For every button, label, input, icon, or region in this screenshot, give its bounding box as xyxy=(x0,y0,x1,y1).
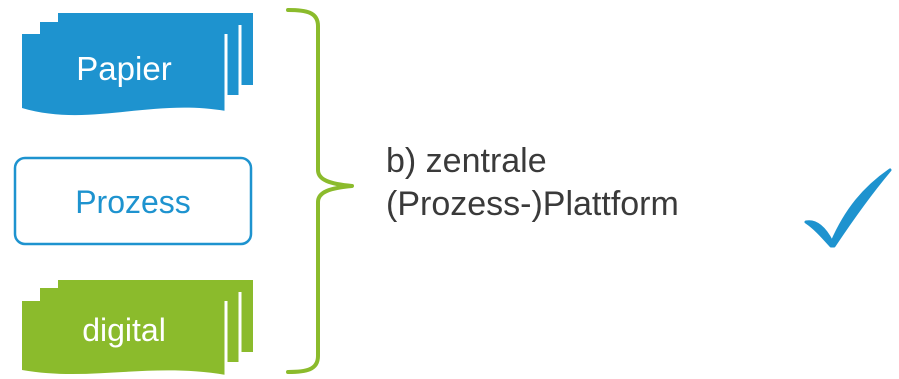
papier-stack xyxy=(22,13,253,116)
right-curly-brace-icon xyxy=(286,8,354,374)
result-line-2: (Prozess-)Plattform xyxy=(386,185,679,223)
papier-label: Papier xyxy=(76,50,172,87)
digital-label: digital xyxy=(82,311,166,348)
digital-front-page xyxy=(22,301,226,375)
digital-stack xyxy=(22,280,253,375)
papier-back-page-1 xyxy=(40,22,240,95)
papier-front-page xyxy=(22,34,226,116)
prozess-box xyxy=(13,156,253,246)
papier-back-page-2 xyxy=(58,13,253,85)
digital-back-page-2 xyxy=(58,280,253,352)
prozess-label: Prozess xyxy=(75,183,191,220)
digital-back-page-1 xyxy=(40,288,240,362)
result-line-1: b) zentrale xyxy=(386,142,547,180)
result-text: b) zentrale (Prozess-)Plattform xyxy=(386,140,679,226)
checkmark-icon xyxy=(804,168,892,248)
